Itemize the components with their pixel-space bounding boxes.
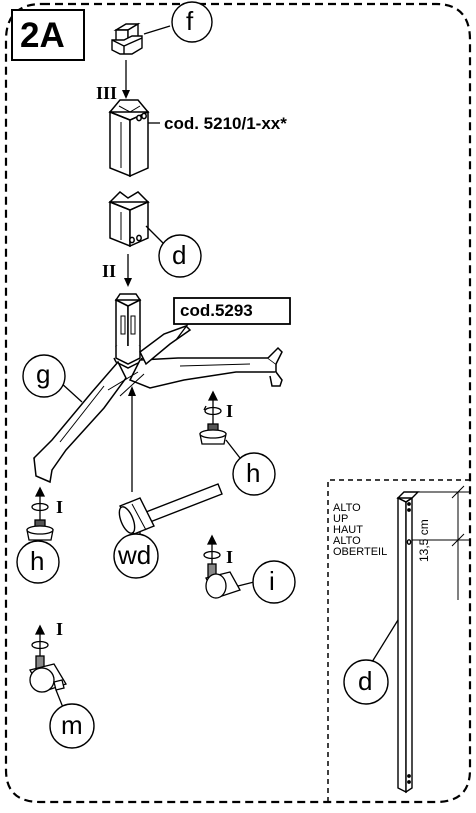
side-height-line-3: HAUT [333, 524, 363, 536]
leader-side-d [371, 619, 399, 663]
label-circle-h-right [232, 452, 276, 496]
side-measure: 13,5 cm [417, 519, 431, 562]
step-one-label-m: I [56, 619, 64, 639]
part-d-tube [108, 191, 150, 248]
glide-h-right [199, 390, 227, 445]
label-circle-h-left [16, 540, 60, 584]
leader-i [237, 581, 255, 587]
arrow-step-three-head [122, 90, 130, 99]
leader-f [143, 25, 171, 35]
step-badge-box [11, 9, 85, 61]
part-label-m: m [61, 710, 83, 740]
part-f-cap [111, 22, 143, 55]
hammer-wd [118, 483, 223, 535]
label-circle-m [49, 703, 95, 749]
side-tube-d [396, 491, 420, 794]
label-circle-d [158, 234, 202, 278]
upright-tube [108, 99, 150, 178]
castor-i [203, 534, 241, 599]
step-one-label-h-left: I [56, 497, 64, 517]
step-three-label: III [96, 83, 118, 103]
part-label-wd: wd [118, 540, 152, 570]
leader-base-code [175, 323, 189, 341]
leader-g [59, 381, 83, 403]
step-one-label-i: I [226, 547, 234, 567]
base-code: cod.5293 [180, 301, 253, 320]
step-badge: 2A [20, 16, 65, 55]
part-label-side-d: d [358, 666, 373, 696]
part-label-f: f [186, 6, 194, 36]
label-circle-side-d [343, 659, 389, 705]
arrow-step-two-head [124, 278, 132, 287]
glide-h-left [26, 486, 54, 541]
outer-dashed-frame [4, 2, 472, 804]
dimension-lines [412, 485, 470, 600]
side-height-line-5: OBERTEIL [333, 546, 388, 558]
step-two-label: II [102, 261, 117, 281]
hammer-strike-arrow-head [128, 386, 136, 396]
part-label-h-left: h [30, 546, 45, 576]
part-label-h-right: h [246, 458, 261, 488]
side-height-line-2: UP [333, 513, 349, 525]
label-circle-wd [113, 533, 159, 579]
side-height-line-4: ALTO [333, 535, 361, 547]
part-label-i: i [269, 566, 275, 596]
side-height-line-1: ALTO [333, 502, 361, 514]
label-circle-i [252, 560, 296, 604]
part-label-g: g [36, 359, 51, 389]
leader-h-right [225, 439, 241, 459]
upright-code: cod. 5210/1-xx* [164, 114, 287, 133]
side-panel-frame [327, 479, 470, 802]
part-g-base [33, 293, 283, 484]
part-label-d: d [172, 240, 187, 270]
castor-m [29, 624, 67, 693]
step-one-label-h-right: I [226, 401, 234, 421]
leader-d [145, 225, 165, 245]
label-circle-f [171, 1, 213, 43]
code-base-box [173, 297, 291, 325]
label-circle-g [22, 354, 66, 398]
